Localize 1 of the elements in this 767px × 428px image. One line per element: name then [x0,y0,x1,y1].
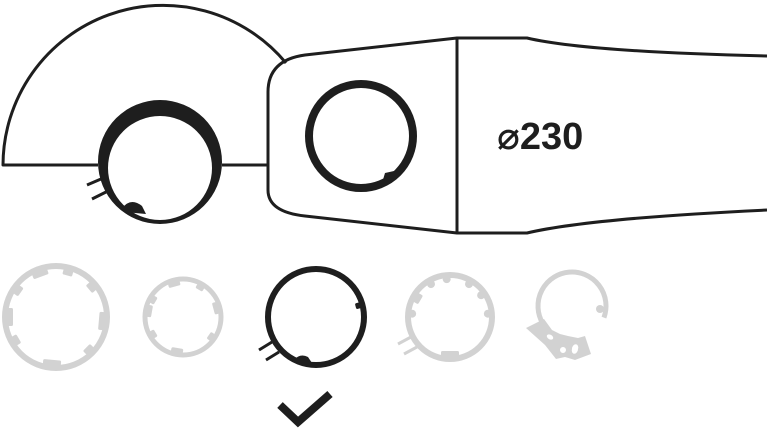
diameter-label: ⌀230 [497,118,584,156]
